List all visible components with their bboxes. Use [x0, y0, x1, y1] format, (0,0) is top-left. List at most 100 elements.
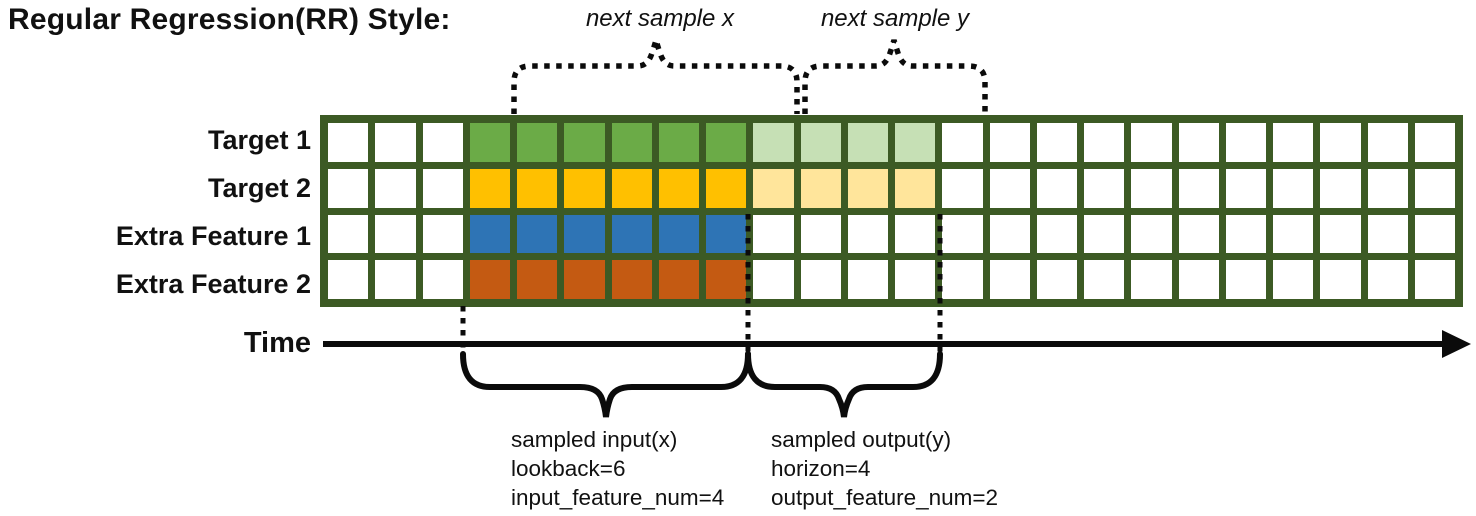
grid-cell: [942, 123, 983, 162]
grid-cell: [1225, 123, 1266, 162]
grid-cell: [847, 260, 888, 299]
grid-cell: [800, 123, 841, 162]
grid-cell: [847, 168, 888, 208]
grid-cell: [658, 123, 699, 162]
grid-cell: [1036, 168, 1077, 208]
grid-cell: [1178, 260, 1219, 299]
grid-cell: [375, 123, 416, 162]
next-sample-x-brace: [511, 39, 800, 114]
time-axis-arrow: [323, 330, 1471, 358]
row-label-extra-feature-2: Extra Feature 2: [115, 269, 311, 299]
row-label-target-1: Target 1: [207, 125, 311, 155]
grid-cell: [422, 123, 463, 162]
grid-cell: [1084, 123, 1125, 162]
grid-cell: [1273, 260, 1314, 299]
grid-cell: [328, 168, 369, 208]
grid-cell: [1320, 168, 1361, 208]
grid-cell: [706, 260, 747, 299]
grid-cell: [753, 123, 794, 162]
grid-cell: [611, 168, 652, 208]
grid-cell: [611, 214, 652, 254]
grid-cell: [1036, 123, 1077, 162]
diagram-title: Regular Regression(RR) Style:: [8, 3, 451, 36]
grid-cell: [328, 214, 369, 254]
grid-cell: [1131, 123, 1172, 162]
input-feature-num-value: input_feature_num=4: [511, 485, 725, 510]
row-label-target-2: Target 2: [207, 173, 311, 203]
grid-cell: [800, 214, 841, 254]
grid-cell: [1414, 260, 1455, 299]
next-sample-y-label: next sample y: [820, 5, 970, 32]
grid-cell: [753, 260, 794, 299]
grid-cell: [942, 168, 983, 208]
grid-cell: [1084, 168, 1125, 208]
grid-cell: [706, 168, 747, 208]
grid-cell: [658, 214, 699, 254]
grid-cell: [1273, 168, 1314, 208]
grid-cell: [375, 214, 416, 254]
grid-cell: [1131, 168, 1172, 208]
grid-cell: [989, 123, 1030, 162]
grid-cell: [422, 214, 463, 254]
grid-cell: [895, 260, 936, 299]
grid-cell: [611, 260, 652, 299]
grid-cell: [564, 214, 605, 254]
grid-cell: [328, 260, 369, 299]
grid-cell: [469, 260, 510, 299]
grid-cell: [989, 214, 1030, 254]
grid-cell: [517, 214, 558, 254]
sampled-output-title: sampled output(y): [771, 427, 952, 452]
sampled-input-brace: [460, 351, 751, 418]
grid-cell: [564, 168, 605, 208]
grid-cell: [517, 168, 558, 208]
grid-cell: [517, 260, 558, 299]
grid-cell: [469, 123, 510, 162]
grid-cell: [989, 260, 1030, 299]
lookback-value: lookback=6: [511, 456, 626, 481]
grid-cell: [1414, 123, 1455, 162]
sampled-input-title: sampled input(x): [511, 427, 678, 452]
grid-cell: [895, 123, 936, 162]
grid-cell: [517, 123, 558, 162]
grid-cell: [1036, 260, 1077, 299]
grid-cell: [564, 260, 605, 299]
grid-cell: [895, 214, 936, 254]
grid-cell: [753, 168, 794, 208]
grid-cell: [1320, 214, 1361, 254]
sample-grid: [320, 115, 1463, 307]
grid-cell: [375, 260, 416, 299]
grid-cell: [1178, 123, 1219, 162]
grid-cell: [1414, 168, 1455, 208]
grid-cell: [611, 123, 652, 162]
grid-cell: [1131, 214, 1172, 254]
grid-cell: [800, 168, 841, 208]
grid-cell: [1225, 214, 1266, 254]
time-axis-label: Time: [243, 327, 311, 359]
row-label-extra-feature-1: Extra Feature 1: [115, 221, 311, 251]
grid-cell: [422, 168, 463, 208]
grid-cell: [1273, 214, 1314, 254]
grid-cell: [1225, 168, 1266, 208]
grid-cell: [658, 260, 699, 299]
grid-cell: [989, 168, 1030, 208]
grid-cell: [658, 168, 699, 208]
grid-cell: [847, 123, 888, 162]
grid-cell: [469, 214, 510, 254]
grid-cell: [1320, 260, 1361, 299]
grid-cell: [753, 214, 794, 254]
grid-cell: [706, 214, 747, 254]
grid-cell: [1367, 168, 1408, 208]
grid-cell: [422, 260, 463, 299]
sampled-output-annotation: sampled output(y) horizon=4 output_featu…: [771, 425, 998, 512]
grid-cell: [1036, 214, 1077, 254]
grid-cell: [328, 123, 369, 162]
grid-cell: [564, 123, 605, 162]
grid-cell: [1178, 168, 1219, 208]
grid-cell: [1225, 260, 1266, 299]
output-feature-num-value: output_feature_num=2: [771, 485, 999, 510]
next-sample-x-label: next sample x: [585, 5, 735, 32]
grid-cell: [1414, 214, 1455, 254]
grid-cell: [1273, 123, 1314, 162]
grid-cell: [1084, 260, 1125, 299]
